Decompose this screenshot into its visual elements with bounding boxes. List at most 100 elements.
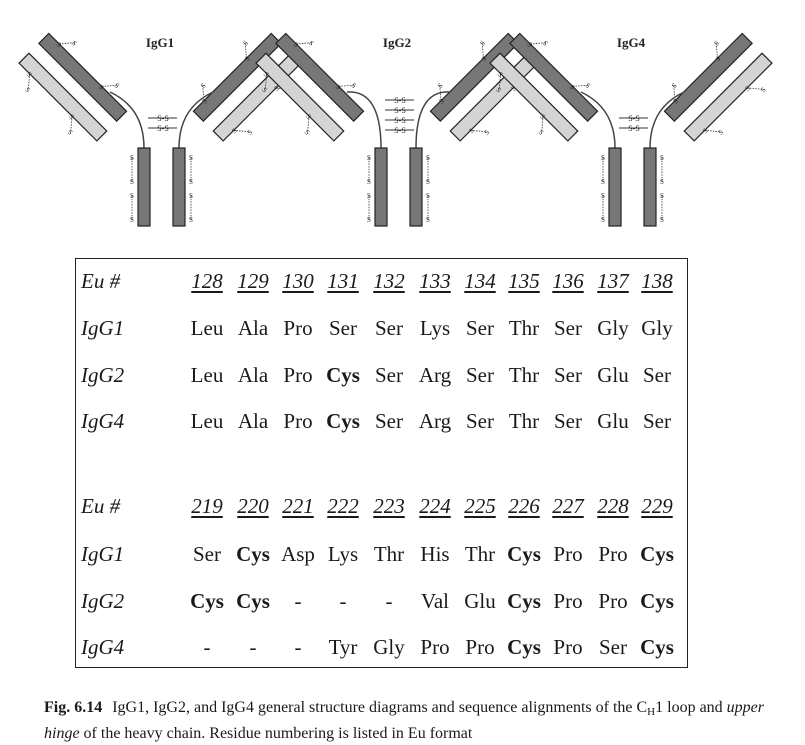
sulfur-label: S: [714, 55, 722, 63]
residue: Lys: [327, 542, 359, 566]
sulfur-label: S: [25, 70, 33, 78]
sulfur-label: S: [601, 192, 605, 200]
residue: Ser: [466, 363, 494, 387]
hinge-region: S-SS-SS-SS-S: [346, 91, 451, 149]
residue: -: [249, 635, 257, 659]
row-label: Eu #: [81, 494, 121, 518]
residue: Leu: [190, 316, 224, 340]
residue: Gly: [641, 316, 673, 340]
eu-position: 131: [327, 269, 359, 293]
residue: Ser: [554, 316, 582, 340]
sulfur-label: S: [189, 178, 193, 186]
residue: Ser: [375, 316, 403, 340]
sulfur-label: S: [601, 216, 605, 224]
residue: Ser: [643, 363, 671, 387]
sulfur-label: S: [426, 192, 430, 200]
residue: Pro: [283, 409, 313, 433]
eu-position: 220: [237, 494, 269, 518]
sulfur-label: S: [717, 128, 725, 136]
sulfur-label: S: [496, 70, 504, 78]
residue: Cys: [190, 589, 224, 613]
residue: Ser: [375, 409, 403, 433]
hinge-disulfide-label: S-S: [394, 116, 406, 125]
residue: Pro: [598, 589, 628, 613]
heavy-chain-domain: [38, 32, 128, 122]
residue: Cys: [326, 363, 360, 387]
hinge-chain: [109, 91, 145, 149]
residue: Ser: [329, 316, 357, 340]
sulfur-label: S: [307, 39, 315, 47]
light-chain-domain: [489, 52, 579, 142]
residue: Thr: [373, 542, 405, 566]
eu-position: 132: [373, 269, 405, 293]
residue: Cys: [236, 542, 270, 566]
sulfur-label: S: [670, 82, 678, 90]
residue: Ser: [466, 409, 494, 433]
sulfur-label: S: [480, 55, 488, 63]
heavy-chain-domain: [429, 32, 519, 122]
eu-position: 222: [327, 494, 359, 518]
heavy-chain-domain: [663, 32, 753, 122]
sulfur-label: S: [66, 128, 74, 136]
sulfur-label: S: [713, 39, 721, 47]
residue: Cys: [326, 409, 360, 433]
sulfur-label: S: [483, 128, 491, 136]
sulfur-label: S: [130, 216, 134, 224]
sulfur-label: S: [189, 192, 193, 200]
eu-position: 134: [464, 269, 496, 293]
residue: Thr: [508, 316, 540, 340]
sulfur-label: S: [304, 113, 312, 121]
sulfur-label: S: [510, 84, 518, 92]
residue: Leu: [190, 363, 224, 387]
residue: Ser: [599, 635, 627, 659]
residue: Pro: [465, 635, 495, 659]
residue: -: [339, 589, 347, 613]
sulfur-label: S: [54, 41, 62, 49]
light-chain-domain: [18, 52, 108, 142]
sulfur-label: S: [246, 128, 254, 136]
sulfur-label: S: [243, 55, 251, 63]
residue: Lys: [419, 316, 451, 340]
eu-position: 130: [282, 269, 314, 293]
hinge-disulfide-label: S-S: [628, 114, 640, 123]
sulfur-label: S: [426, 154, 430, 162]
heavy-chain-domain: [275, 32, 365, 122]
caption-text-a: IgG1, IgG2, and IgG4 general structure d…: [112, 699, 648, 716]
sulfur-label: S: [479, 39, 487, 47]
residue: Arg: [418, 363, 452, 387]
residue: Leu: [190, 409, 224, 433]
sulfur-label: S: [189, 154, 193, 162]
residue: Cys: [640, 589, 674, 613]
eu-position: 223: [373, 494, 405, 518]
fc-heavy-chain: [374, 147, 388, 227]
residue: Glu: [464, 589, 496, 613]
caption-subscript: H: [647, 706, 656, 718]
sulfur-label: S: [672, 97, 680, 105]
sulfur-label: S: [112, 82, 120, 90]
residue: Ser: [554, 409, 582, 433]
fc-heavy-chain: [172, 147, 186, 227]
residue: Ser: [193, 542, 221, 566]
hinge-region: S-SS-S: [580, 91, 685, 149]
eu-position: 137: [597, 269, 629, 293]
sulfur-label: S: [23, 86, 31, 94]
eu-position: 227: [552, 494, 584, 518]
sulfur-label: S: [701, 127, 709, 135]
residue: Ala: [237, 316, 269, 340]
sulfur-label: S: [70, 39, 78, 47]
sulfur-label: S: [367, 154, 371, 162]
row-label: IgG1: [81, 542, 125, 566]
hinge-disulfide-label: S-S: [394, 106, 406, 115]
row-label: IgG2: [81, 589, 125, 613]
residue: Ser: [554, 363, 582, 387]
sulfur-label: S: [97, 83, 105, 91]
residue: Glu: [597, 409, 629, 433]
residue: Pro: [420, 635, 450, 659]
